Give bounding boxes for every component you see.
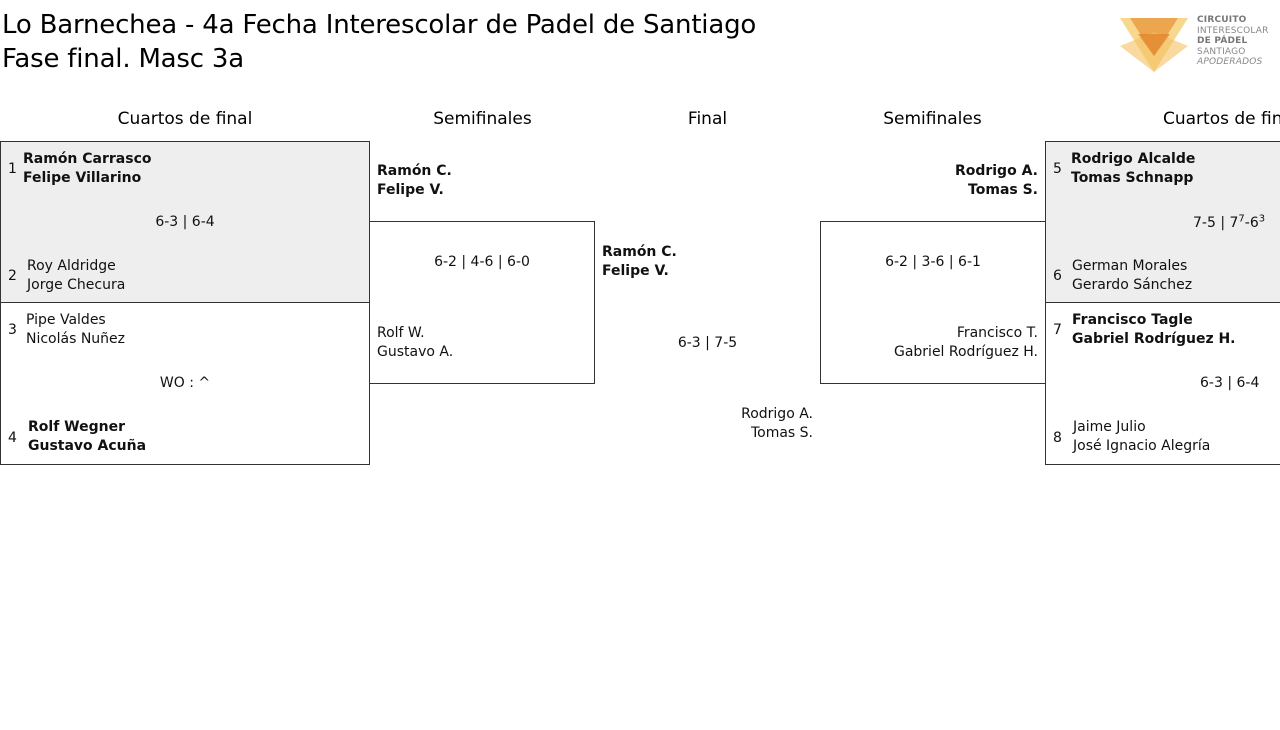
match-score: 6-2 | 3-6 | 6-1	[885, 254, 981, 270]
team-winner: Rolf Wegner Gustavo Acuña	[28, 418, 146, 456]
seed-number: 3	[8, 322, 17, 338]
player-name: Nicolás Nuñez	[26, 331, 126, 347]
circuit-logo: CIRCUITO INTERESCOLAR DE PÁDEL SANTIAGO …	[1118, 12, 1278, 76]
team-loser: Francisco T. Gabriel Rodríguez H.	[841, 324, 1038, 362]
seed-number: 7	[1053, 322, 1062, 338]
player-name: Tomas S.	[968, 182, 1038, 198]
match-right-qf2[interactable]: 7 Francisco Tagle Gabriel Rodríguez H. 6…	[1045, 302, 1280, 465]
seed-number: 6	[1053, 268, 1062, 284]
match-score: WO : ^	[159, 375, 211, 391]
player-name: Tomas S.	[750, 425, 813, 441]
player-name: Jaime Julio	[1073, 419, 1146, 435]
team-winner: Ramón Carrasco Felipe Villarino	[23, 150, 152, 188]
team-loser: Jaime Julio José Ignacio Alegría	[1073, 418, 1210, 456]
player-name: Ramón C.	[602, 244, 677, 260]
logo-line4: SANTIAGO	[1197, 46, 1246, 57]
final-team-loser: Rodrigo A. Tomas S.	[700, 405, 813, 443]
player-name: Felipe Villarino	[23, 170, 142, 186]
logo-line1: CIRCUITO	[1197, 15, 1247, 25]
player-name: José Ignacio Alegría	[1073, 438, 1211, 454]
match-left-qf1[interactable]: 1 Ramón Carrasco Felipe Villarino 6-3 | …	[0, 141, 370, 303]
player-name: Gerardo Sánchez	[1072, 277, 1193, 293]
player-name: Ramón Carrasco	[23, 151, 152, 167]
match-left-sf[interactable]: 6-2 | 4-6 | 6-0 Rolf W. Gustavo A.	[369, 221, 595, 384]
fox-logo-icon	[1120, 18, 1188, 72]
round-header-final: Final	[687, 109, 728, 129]
seed-number: 4	[8, 430, 17, 446]
player-name: Rolf Wegner	[28, 419, 125, 435]
final-team-winner: Ramón C. Felipe V.	[602, 243, 677, 281]
score-part: 7-5 | 7	[1193, 215, 1239, 231]
match-score: 6-3 | 6-4	[155, 214, 215, 230]
player-name: Rolf W.	[377, 325, 425, 341]
player-name: Felipe V.	[377, 182, 444, 198]
player-name: German Morales	[1072, 258, 1188, 274]
player-name: Gustavo Acuña	[28, 438, 147, 454]
player-name: Rodrigo A.	[741, 406, 813, 422]
match-right-sf[interactable]: 6-2 | 3-6 | 6-1 Francisco T. Gabriel Rod…	[820, 221, 1046, 384]
match-score: 6-3 | 6-4	[1200, 375, 1260, 391]
logo-line2: INTERESCOLAR	[1197, 25, 1269, 36]
player-name: Rodrigo A.	[954, 163, 1038, 179]
left-sf-team-winner: Ramón C. Felipe V.	[377, 162, 452, 200]
page-title-line1: Lo Barnechea - 4a Fecha Interescolar de …	[2, 10, 757, 40]
team-winner: Francisco Tagle Gabriel Rodríguez H.	[1072, 311, 1236, 349]
team-loser: Roy Aldridge Jorge Checura	[27, 257, 125, 295]
player-name: Gabriel Rodríguez H.	[893, 344, 1038, 360]
player-name: Ramón C.	[377, 163, 452, 179]
player-name: Pipe Valdes	[26, 312, 106, 328]
player-name: Gustavo A.	[377, 344, 454, 360]
match-left-qf2[interactable]: 3 Pipe Valdes Nicolás Nuñez WO : ^ 4 Rol…	[0, 302, 370, 465]
player-name: Francisco T.	[956, 325, 1038, 341]
player-name: Felipe V.	[602, 263, 669, 279]
seed-number: 8	[1053, 430, 1062, 446]
player-name: Gabriel Rodríguez H.	[1072, 331, 1236, 347]
player-name: Tomas Schnapp	[1071, 170, 1194, 186]
score-part: -6	[1244, 215, 1259, 231]
final-score: 6-3 | 7-5	[677, 335, 738, 351]
right-sf-team-winner: Rodrigo A. Tomas S.	[900, 162, 1038, 200]
round-header-right-quarters: Cuartos de final	[1045, 108, 1280, 130]
round-header-left-quarters: Cuartos de final	[117, 109, 253, 129]
match-score: 7-5 | 77-63	[1193, 214, 1265, 233]
player-name: Jorge Checura	[27, 277, 126, 293]
team-winner: Rodrigo Alcalde Tomas Schnapp	[1071, 150, 1195, 188]
logo-line3: DE PÁDEL	[1197, 36, 1248, 46]
match-right-qf1[interactable]: 5 Rodrigo Alcalde Tomas Schnapp 7-5 | 77…	[1045, 141, 1280, 303]
round-header-left-semis: Semifinales	[433, 109, 532, 129]
page-title: Lo Barnechea - 4a Fecha Interescolar de …	[2, 8, 756, 76]
seed-number: 2	[8, 268, 17, 284]
round-header-right-quarters-label: Cuartos de final	[1163, 109, 1280, 129]
match-score: 6-2 | 4-6 | 6-0	[434, 254, 530, 270]
seed-number: 1	[8, 161, 17, 177]
player-name: Roy Aldridge	[27, 258, 116, 274]
team-loser: Rolf W. Gustavo A.	[377, 324, 453, 362]
tiebreak-score: 7	[1238, 213, 1245, 225]
logo-text: CIRCUITO INTERESCOLAR DE PÁDEL SANTIAGO …	[1197, 15, 1269, 68]
team-loser: Pipe Valdes Nicolás Nuñez	[26, 311, 125, 349]
tiebreak-score: 3	[1258, 213, 1266, 225]
logo-line5: APODERADOS	[1197, 57, 1263, 67]
seed-number: 5	[1053, 161, 1062, 177]
player-name: Rodrigo Alcalde	[1071, 151, 1196, 167]
team-loser: German Morales Gerardo Sánchez	[1072, 257, 1192, 295]
player-name: Francisco Tagle	[1072, 312, 1193, 328]
round-header-right-semis: Semifinales	[883, 109, 982, 129]
page-subtitle: Fase final. Masc 3a	[2, 44, 244, 74]
